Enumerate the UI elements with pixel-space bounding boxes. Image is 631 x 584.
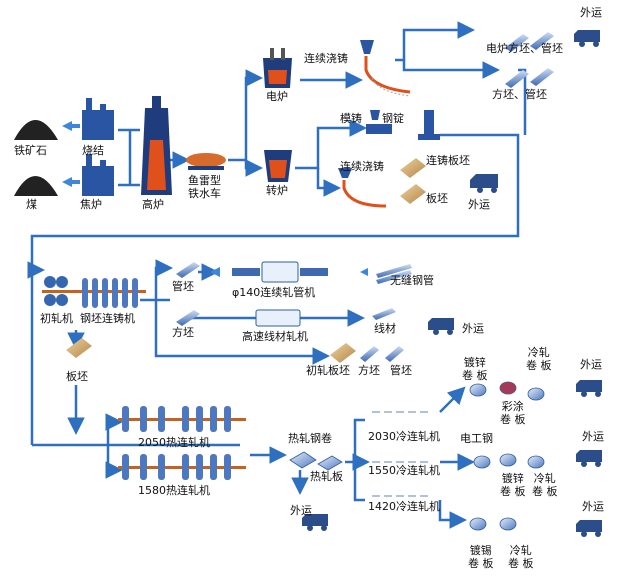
label-hot-plate: 热轧板 — [310, 470, 343, 483]
label-coke-oven: 焦炉 — [80, 198, 102, 211]
caster-mid-icon — [338, 168, 387, 208]
label-ship-out-5: 外运 — [580, 358, 602, 371]
label-cold-rolled-2: 冷轧 卷 板 — [532, 472, 558, 498]
label-ship-out-6: 外运 — [582, 430, 604, 443]
label-electric-furnace: 电炉 — [266, 90, 288, 103]
caster-top-icon — [360, 40, 411, 97]
blast-furnace-icon — [141, 96, 172, 195]
label-cold-2030: 2030冷连轧机 — [368, 430, 440, 443]
truck-icons — [302, 30, 602, 537]
label-ship-out-3: 外运 — [462, 322, 484, 335]
label-blast-furnace: 高炉 — [142, 198, 164, 211]
label-cc-slab: 连铸板坯 — [426, 154, 470, 167]
label-iron-ore: 铁矿石 — [14, 144, 47, 157]
label-continuous-casting-top: 连续浇铸 — [304, 52, 348, 65]
label-torpedo-car: 鱼雷型 铁水车 — [188, 174, 221, 200]
label-roughing-mill: 初轧机 — [40, 312, 73, 325]
converter-icon — [264, 150, 292, 182]
label-slab-top: 板坯 — [426, 192, 448, 205]
label-slab-mid: 板坯 — [66, 370, 88, 383]
label-electrical-steel: 电工钢 — [460, 432, 493, 445]
wire-mill-icon — [255, 309, 301, 327]
label-seamless-tube: 无缝钢管 — [390, 274, 434, 287]
slab-icons — [66, 158, 426, 363]
label-mill-1580: 1580热连轧机 — [138, 484, 210, 497]
main-flow-lines — [27, 21, 527, 529]
label-ef-billet-tube: 电炉方坯、管坯 — [486, 42, 563, 55]
plant-icons — [82, 98, 114, 196]
label-cold-1550: 1550冷连轧机 — [368, 464, 440, 477]
label-tube-billet: 管坯 — [172, 280, 194, 293]
label-tube-billet-2: 管坯 — [390, 364, 412, 377]
label-wire-mill: 高速线材轧机 — [242, 330, 308, 343]
label-tinplate: 镀锡 卷 板 — [468, 544, 494, 570]
label-color-coated: 彩涂 卷 板 — [500, 400, 526, 426]
label-cold-rolled-1: 冷轧 卷 板 — [526, 346, 552, 372]
label-cold-rolled-3: 冷轧 卷 板 — [508, 544, 534, 570]
label-converter: 转炉 — [266, 184, 288, 197]
label-ship-out-4: 外运 — [290, 504, 312, 517]
label-ship-out-1: 外运 — [468, 198, 490, 211]
small-arrows — [62, 121, 368, 277]
tube-mill-icon — [232, 261, 328, 283]
label-galvanized-1: 镀锌 卷 板 — [462, 356, 488, 382]
label-ingot-mould: 模铸 — [340, 112, 362, 125]
electric-furnace-icon — [263, 48, 292, 88]
label-coal: 煤 — [26, 198, 37, 211]
roughing-mill-icon — [42, 276, 146, 308]
color-coated-coil-icon — [500, 382, 516, 394]
label-square-billet-2: 方坯 — [358, 364, 380, 377]
ore-pile-icons — [14, 120, 58, 196]
label-ship-out-2: 外运 — [580, 6, 602, 19]
label-sinter: 烧结 — [82, 144, 104, 157]
label-hot-coil: 热轧钢卷 — [288, 432, 332, 445]
label-continuous-casting-mid: 连续浇铸 — [340, 160, 384, 173]
billet-icons — [176, 32, 554, 362]
label-wire-rod: 线材 — [374, 322, 396, 335]
label-galvanized-2: 镀锌 卷 板 — [500, 472, 526, 498]
label-roughing-slab: 初轧板坯 — [306, 364, 350, 377]
label-cold-1420: 1420冷连轧机 — [368, 500, 440, 513]
label-mill-2050: 2050热连轧机 — [138, 436, 210, 449]
hot-mill-icons — [118, 406, 246, 480]
label-billet-tube-top: 方坯、管坯 — [492, 88, 547, 101]
label-billet-caster: 钢坯连铸机 — [80, 312, 135, 325]
label-phi140-mill: φ140连续轧管机 — [232, 286, 316, 299]
torpedo-car-icon — [186, 153, 226, 170]
label-steel-ingot: 钢锭 — [382, 112, 404, 125]
ingot-icons — [366, 110, 440, 140]
label-square-billet: 方坯 — [172, 326, 194, 339]
label-ship-out-7: 外运 — [582, 500, 604, 513]
